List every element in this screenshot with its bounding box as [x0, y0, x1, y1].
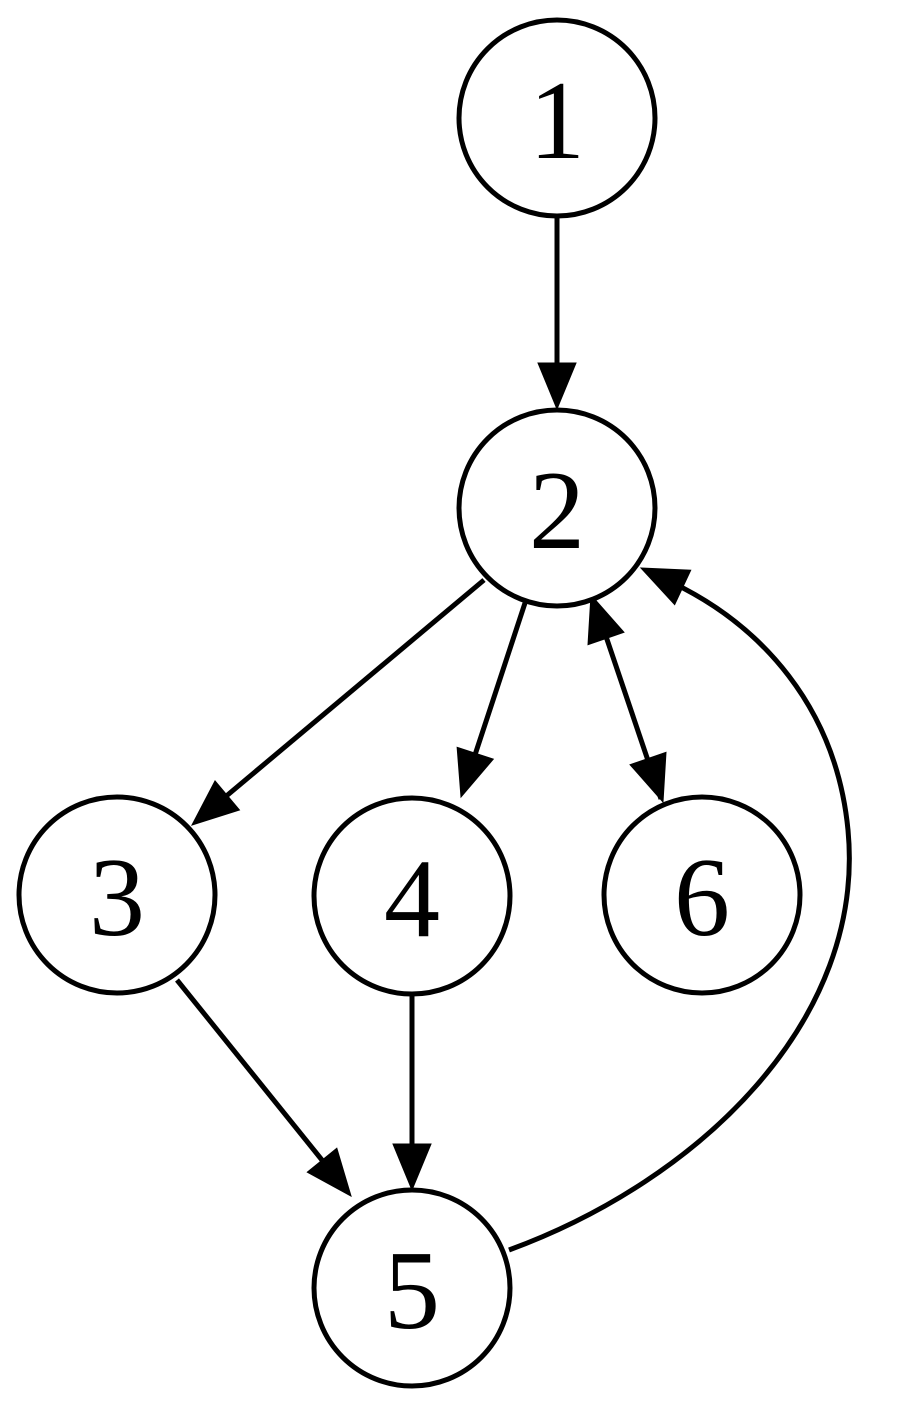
arrowhead-icon — [537, 362, 577, 411]
edge-2-to-3 — [190, 578, 486, 826]
graph-node-1[interactable]: 1 — [456, 17, 658, 219]
edge-4-to-5 — [392, 994, 432, 1192]
edge-line — [175, 978, 332, 1172]
arrowhead-icon — [629, 751, 667, 804]
edges-layer — [175, 216, 852, 1253]
graph-node-5[interactable]: 5 — [311, 1187, 513, 1389]
arrowhead-icon — [639, 567, 692, 606]
node-circle[interactable] — [456, 17, 658, 219]
edge-line — [469, 602, 528, 765]
edge-5-to-2 — [508, 567, 852, 1253]
arrowhead-icon — [190, 779, 241, 826]
edge-3-to-5 — [175, 978, 352, 1198]
arrowhead-icon — [456, 746, 495, 799]
edge-line — [216, 578, 486, 805]
edge-2-to-6 — [587, 593, 667, 804]
node-circle[interactable] — [456, 407, 658, 609]
graph-node-2[interactable]: 2 — [456, 407, 658, 609]
edge-line — [508, 580, 852, 1253]
arrowhead-icon — [587, 593, 625, 646]
edge-1-to-2 — [537, 216, 577, 411]
node-circle[interactable] — [16, 794, 218, 996]
node-circle[interactable] — [601, 794, 803, 996]
arrowhead-icon — [306, 1147, 352, 1198]
node-circle[interactable] — [311, 795, 513, 997]
edge-2-to-4 — [456, 602, 528, 799]
graph-node-4[interactable]: 4 — [311, 795, 513, 997]
graph-node-3[interactable]: 3 — [16, 794, 218, 996]
arrowhead-icon — [392, 1143, 432, 1192]
graph-node-6[interactable]: 6 — [601, 794, 803, 996]
node-circle[interactable] — [311, 1187, 513, 1389]
